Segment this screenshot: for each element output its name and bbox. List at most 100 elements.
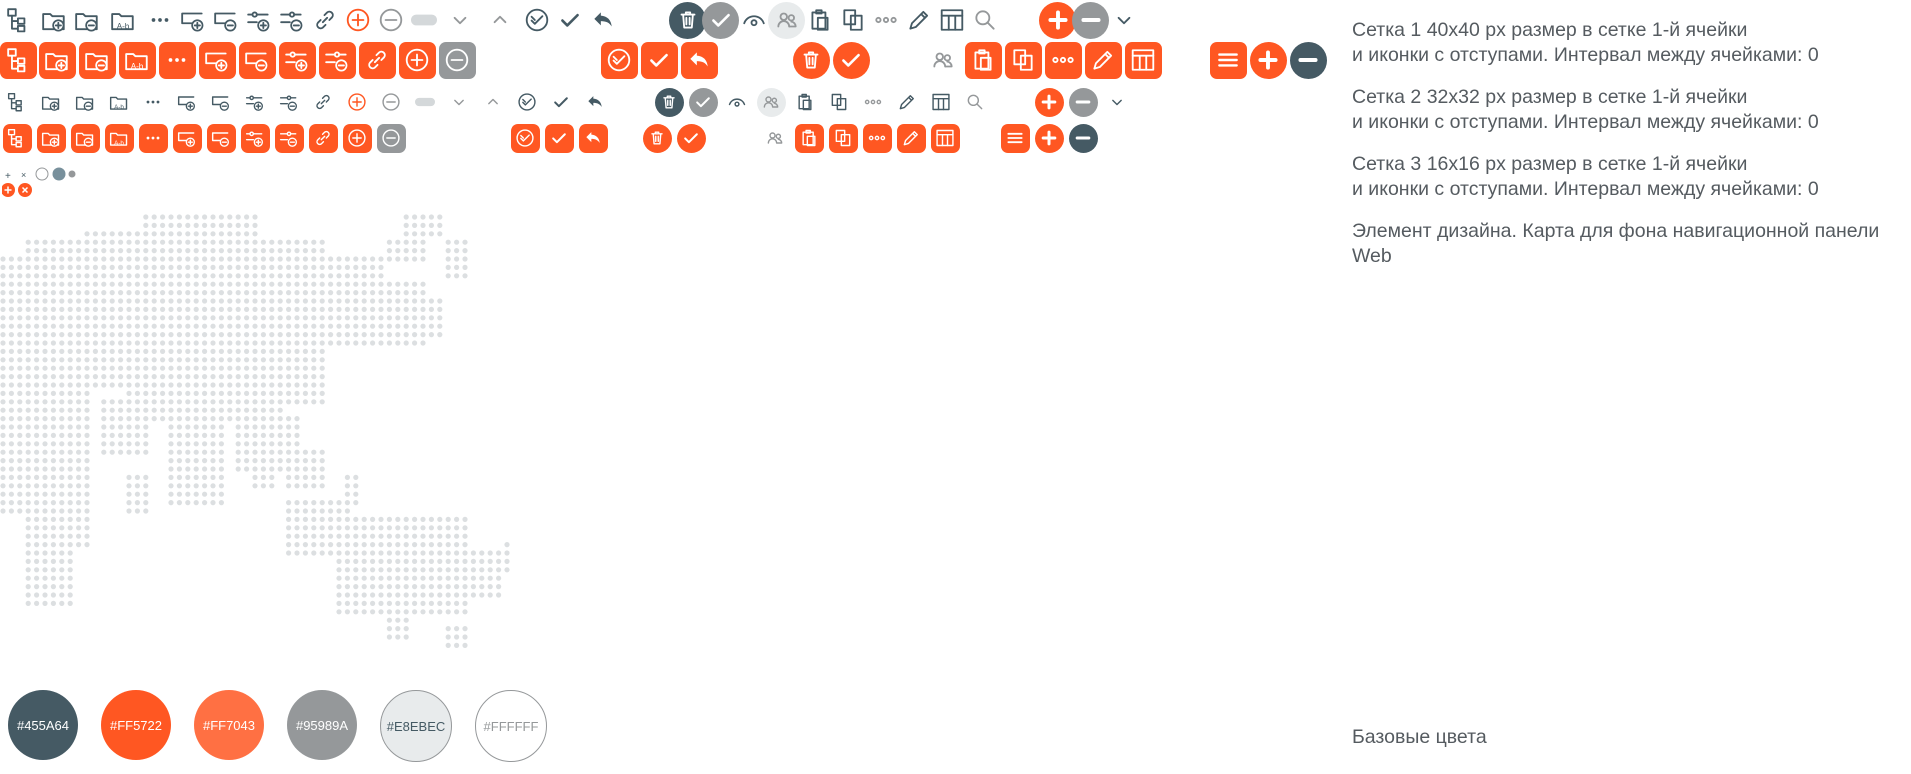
copy-icon[interactable] (826, 122, 860, 154)
chevron-down-icon[interactable] (440, 0, 480, 40)
pencil-icon[interactable] (894, 122, 928, 154)
tree-structure-icon[interactable] (0, 122, 34, 154)
remove-circle-icon[interactable] (437, 40, 477, 81)
check-icon[interactable] (542, 122, 576, 154)
reply-icon[interactable] (586, 0, 619, 40)
filter-remove-icon[interactable] (317, 40, 357, 81)
trash-icon[interactable] (652, 86, 686, 118)
check-icon[interactable] (544, 86, 578, 118)
chevron-up-icon[interactable] (476, 86, 510, 118)
more-outline-icon[interactable] (856, 86, 890, 118)
filter-add-icon[interactable] (238, 86, 272, 118)
filter-add-icon[interactable] (238, 122, 272, 154)
tray-remove-icon[interactable] (237, 40, 277, 81)
menu-icon[interactable] (998, 122, 1032, 154)
eye-icon[interactable] (720, 86, 754, 118)
check-icon[interactable] (686, 86, 720, 118)
folder-remove-icon[interactable] (68, 122, 102, 154)
chevron-up-icon[interactable] (480, 0, 520, 40)
minus-icon[interactable] (1072, 0, 1109, 40)
remove-circle-icon[interactable] (374, 122, 408, 154)
link-icon[interactable] (306, 122, 340, 154)
check-all-icon[interactable] (520, 0, 553, 40)
filter-remove-icon[interactable] (272, 86, 306, 118)
chevron-down-icon[interactable] (442, 86, 476, 118)
folder-add-icon[interactable] (34, 86, 68, 118)
folder-remove-icon[interactable] (70, 0, 103, 40)
reply-icon[interactable] (578, 86, 612, 118)
tray-remove-icon[interactable] (204, 86, 238, 118)
copy-icon[interactable] (822, 86, 856, 118)
tree-structure-icon[interactable] (0, 86, 34, 118)
trash-icon[interactable] (791, 40, 831, 81)
table-icon[interactable] (928, 122, 962, 154)
tray-add-icon[interactable] (197, 40, 237, 81)
plus-icon[interactable] (1032, 122, 1066, 154)
tray-add-icon[interactable] (170, 86, 204, 118)
users-icon[interactable] (754, 86, 788, 118)
check-all-icon[interactable] (510, 86, 544, 118)
search-icon[interactable] (968, 0, 1001, 40)
remove-circle-icon[interactable] (374, 0, 407, 40)
menu-icon[interactable] (1208, 40, 1248, 81)
tray-add-icon[interactable] (170, 122, 204, 154)
paste-icon[interactable] (792, 122, 826, 154)
toggle-pill-icon[interactable] (407, 0, 440, 40)
folder-rename-icon[interactable]: A-b (102, 122, 136, 154)
tray-add-icon[interactable] (176, 0, 209, 40)
folder-add-icon[interactable] (34, 122, 68, 154)
tray-remove-icon[interactable] (204, 122, 238, 154)
chevron-down-icon[interactable] (1107, 0, 1140, 40)
folder-add-icon[interactable] (37, 0, 70, 40)
plus-icon[interactable] (1248, 40, 1288, 81)
copy-icon[interactable] (1003, 40, 1043, 81)
reply-icon[interactable] (576, 122, 610, 154)
table-icon[interactable] (924, 86, 958, 118)
check-icon[interactable] (674, 122, 708, 154)
link-icon[interactable] (306, 86, 340, 118)
table-icon[interactable] (935, 0, 968, 40)
folder-remove-icon[interactable] (77, 40, 117, 81)
paste-icon[interactable] (788, 86, 822, 118)
tray-remove-icon[interactable] (209, 0, 242, 40)
filter-remove-icon[interactable] (272, 122, 306, 154)
folder-rename-icon[interactable]: A-b (117, 40, 157, 81)
pencil-icon[interactable] (1083, 40, 1123, 81)
folder-rename-icon[interactable]: A-b (102, 86, 136, 118)
folder-remove-icon[interactable] (68, 86, 102, 118)
more-icon[interactable] (157, 40, 197, 81)
add-circle-icon[interactable] (341, 0, 374, 40)
more-outline-icon[interactable] (869, 0, 902, 40)
trash-icon[interactable] (640, 122, 674, 154)
filter-add-icon[interactable] (242, 0, 275, 40)
check-all-icon[interactable] (599, 40, 639, 81)
paste-icon[interactable] (803, 0, 836, 40)
table-icon[interactable] (1123, 40, 1163, 81)
check-icon[interactable] (831, 40, 871, 81)
trash-icon[interactable] (669, 0, 706, 40)
paste-icon[interactable] (963, 40, 1003, 81)
search-icon[interactable] (958, 86, 992, 118)
pencil-icon[interactable] (902, 0, 935, 40)
add-circle-icon[interactable] (340, 86, 374, 118)
more-icon[interactable] (143, 0, 176, 40)
users-icon[interactable] (768, 0, 805, 40)
minus-icon[interactable] (1066, 86, 1100, 118)
minus-icon[interactable] (1288, 40, 1328, 81)
eye-icon[interactable] (737, 0, 770, 40)
toggle-pill-icon[interactable] (408, 86, 442, 118)
plus-icon[interactable] (1039, 0, 1076, 40)
filter-remove-icon[interactable] (275, 0, 308, 40)
pencil-icon[interactable] (890, 86, 924, 118)
more-outline-icon[interactable] (1043, 40, 1083, 81)
link-icon[interactable] (357, 40, 397, 81)
folder-add-icon[interactable] (37, 40, 77, 81)
check-icon[interactable] (702, 0, 739, 40)
folder-rename-icon[interactable]: A-b (103, 0, 143, 40)
add-circle-icon[interactable] (397, 40, 437, 81)
check-all-icon[interactable] (508, 122, 542, 154)
check-icon[interactable] (639, 40, 679, 81)
chevron-down-icon[interactable] (1100, 86, 1134, 118)
filter-add-icon[interactable] (277, 40, 317, 81)
tree-structure-icon[interactable] (0, 0, 37, 40)
